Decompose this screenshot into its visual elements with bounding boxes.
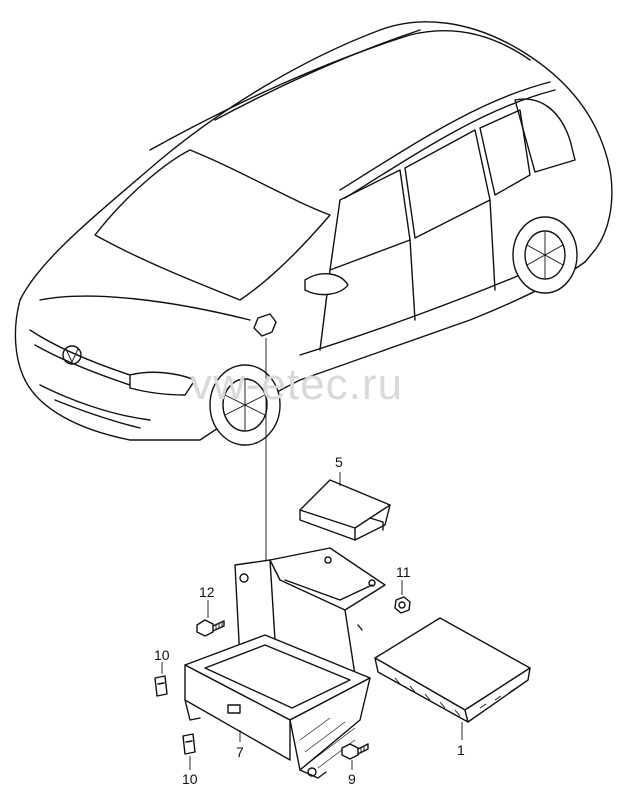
part-7-bracket (184, 547, 386, 779)
callout-5: 5 (335, 454, 343, 470)
callout-11: 11 (396, 564, 411, 580)
front-wheel (209, 364, 281, 446)
callout-7: 7 (236, 744, 244, 760)
callout-12: 12 (199, 584, 215, 600)
rear-wheel (512, 216, 578, 294)
part-11-nut (394, 596, 411, 614)
part-1-control-unit (374, 617, 531, 723)
part-9-bolt (341, 743, 369, 760)
location-marker (253, 313, 277, 337)
car-illustration (14, 21, 613, 446)
callout-10-bottom: 10 (182, 771, 198, 787)
part-5-module (299, 479, 391, 541)
part-10-clip-bottom (182, 733, 196, 755)
part-10-clip-top (154, 675, 168, 697)
part-12-bolt (196, 619, 225, 637)
callout-9: 9 (348, 771, 356, 787)
callout-10-top: 10 (154, 647, 170, 663)
watermark: vw-etec.ru (190, 360, 403, 409)
callout-1: 1 (457, 742, 465, 758)
